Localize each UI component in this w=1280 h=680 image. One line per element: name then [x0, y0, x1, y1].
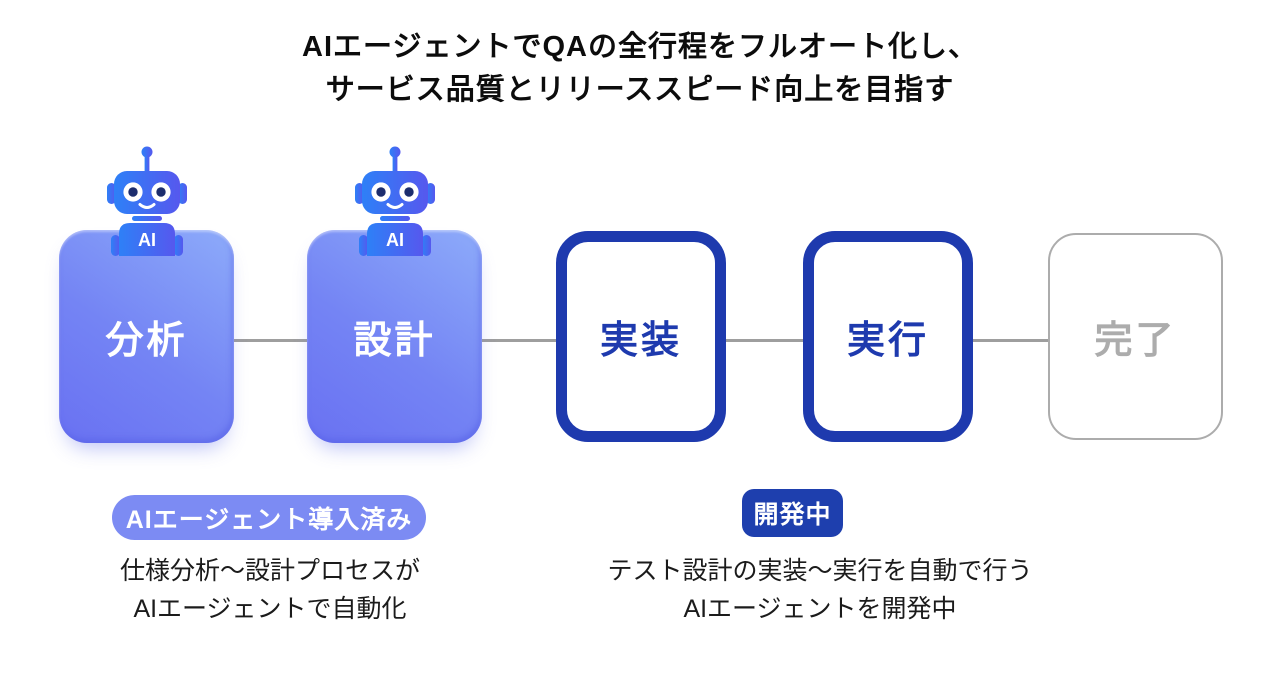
badge-ai-introduced: AIエージェント導入済み — [112, 495, 426, 540]
stage-complete: 完了 — [1048, 233, 1223, 440]
stage-label: 完了 — [1094, 320, 1177, 362]
badge-ai-introduced-label: AIエージェント導入済み — [125, 505, 413, 534]
page-title-line2: サービス品質とリリーススピード向上を目指す — [325, 74, 955, 106]
stage-label: 実行 — [846, 320, 929, 362]
stage-execution: 実行 — [803, 231, 973, 442]
connector-line — [234, 339, 307, 342]
description-line: 仕様分析〜設計プロセスが — [119, 557, 420, 585]
stage-design: 設計 — [307, 230, 482, 443]
stage-analysis: 分析 — [59, 230, 234, 443]
ai-robot-icon — [99, 142, 195, 256]
description-in-development: テスト設計の実装〜実行を自動で行う AIエージェントを開発中 — [600, 552, 1040, 628]
description-line: AIエージェントで自動化 — [133, 595, 407, 623]
description-line: テスト設計の実装〜実行を自動で行う — [607, 557, 1033, 585]
stage-label: 実装 — [599, 320, 682, 362]
description-ai-introduced: 仕様分析〜設計プロセスが AIエージェントで自動化 — [70, 552, 470, 628]
stage-label: 分析 — [105, 320, 188, 362]
connector-line — [482, 339, 556, 342]
stage-implementation: 実装 — [556, 231, 726, 442]
connector-line — [726, 339, 803, 342]
page-title: AIエージェントでQAの全行程をフルオート化し、 サービス品質とリリーススピード… — [0, 26, 1280, 112]
description-line: AIエージェントを開発中 — [683, 595, 957, 623]
connector-line — [973, 339, 1048, 342]
page-title-line1: AIエージェントでQAの全行程をフルオート化し、 — [302, 31, 978, 63]
badge-in-development: 開発中 — [742, 489, 843, 537]
stage-label: 設計 — [353, 320, 436, 362]
ai-robot-icon — [347, 142, 443, 256]
badge-in-development-label: 開発中 — [753, 501, 832, 529]
